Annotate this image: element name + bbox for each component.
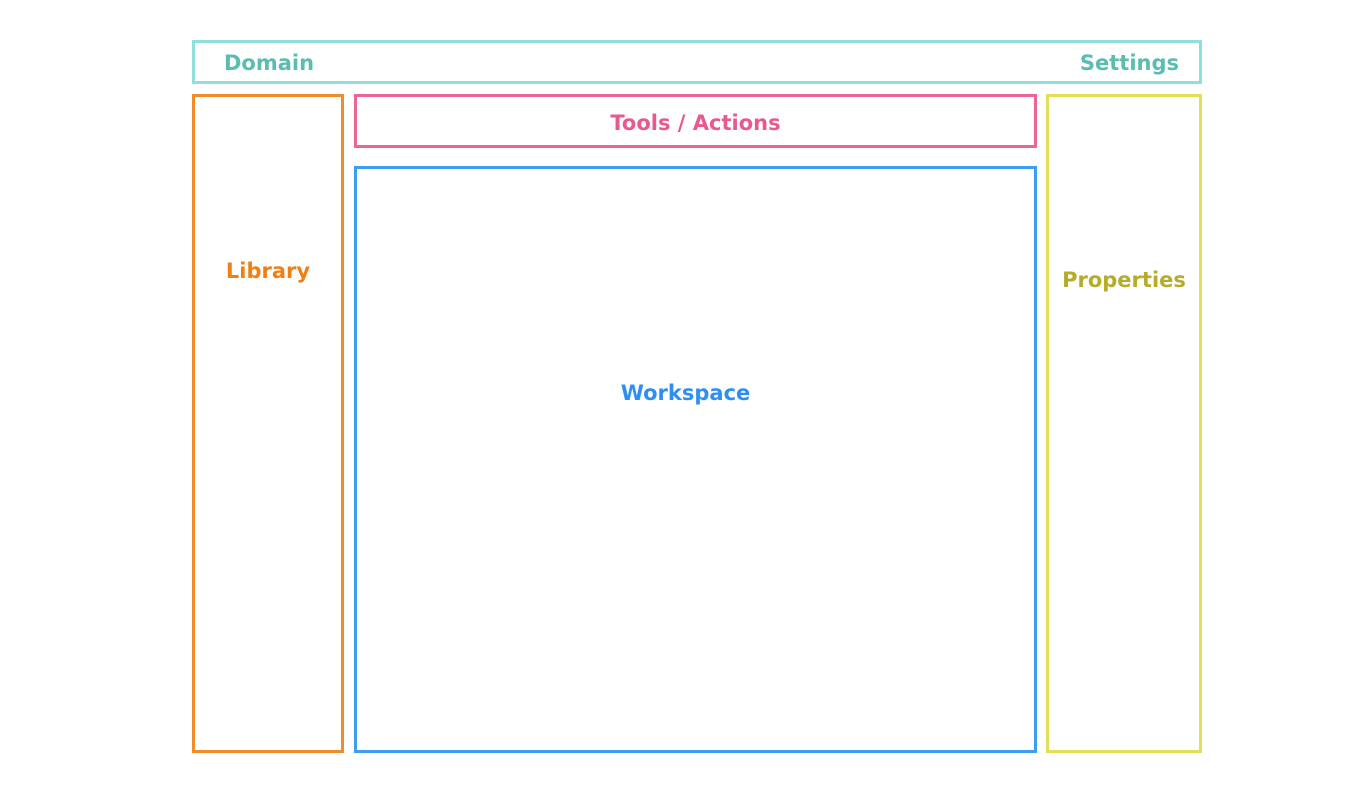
properties-panel: Properties	[1046, 94, 1202, 753]
workspace-label: Workspace	[620, 381, 751, 405]
workspace-panel: Workspace	[354, 166, 1037, 753]
settings-label: Settings	[1079, 51, 1179, 75]
header-bar: Domain Settings	[192, 40, 1202, 84]
library-panel: Library	[192, 94, 344, 753]
library-label: Library	[225, 259, 311, 283]
properties-label: Properties	[1062, 268, 1186, 292]
domain-label: Domain	[224, 51, 315, 75]
tools-actions-bar: Tools / Actions	[354, 94, 1037, 148]
tools-actions-label: Tools / Actions	[610, 111, 781, 135]
